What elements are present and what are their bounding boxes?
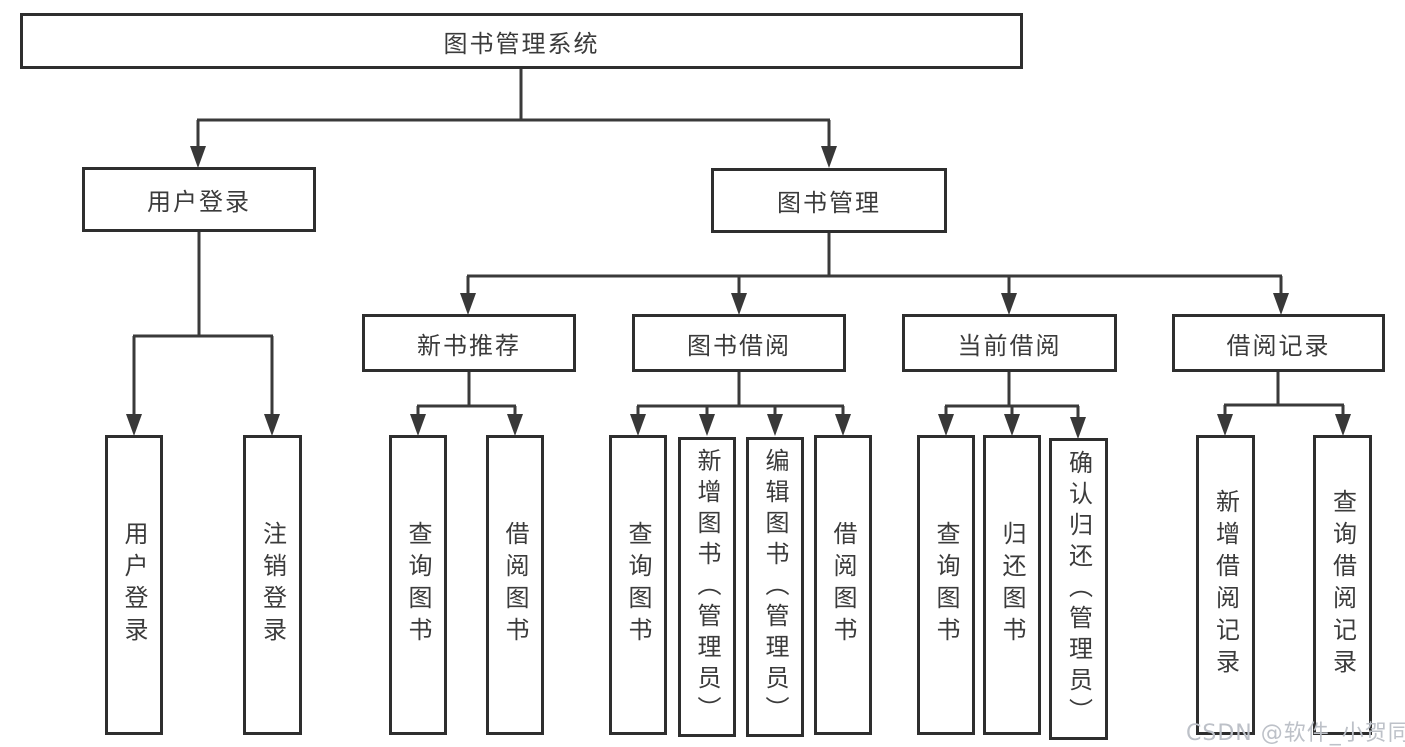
leaf-newbook-borrow-label: 借阅图书 [501,521,529,649]
leaf-borrow-book: 借阅图书 [814,435,872,735]
node-user-login-label: 用户登录 [147,188,251,216]
leaf-current-confirm-admin: 确认归还（管理员） [1049,438,1108,740]
watermark: CSDN @软件_小贺同学 [1186,721,1405,746]
leaf-user-login: 用户登录 [105,435,163,735]
node-book-borrow: 图书借阅 [632,314,846,372]
leaf-record-add-label: 新增借阅记录 [1211,489,1240,681]
node-borrow-records: 借阅记录 [1172,314,1385,372]
leaf-logout: 注销登录 [243,435,302,735]
leaf-current-return: 归还图书 [983,435,1041,735]
node-book-borrow-label: 图书借阅 [687,331,791,360]
node-current-borrow-label: 当前借阅 [957,331,1062,360]
node-user-login: 用户登录 [82,167,316,232]
node-new-book-recommend: 新书推荐 [362,314,576,372]
node-new-book-recommend-label: 新书推荐 [417,331,521,360]
node-root: 图书管理系统 [20,13,1023,69]
node-borrow-records-label: 借阅记录 [1226,331,1331,360]
leaf-borrow-add-admin-label: 新增图书（管理员） [693,447,721,727]
leaf-current-return-label: 归还图书 [998,521,1026,649]
node-current-borrow: 当前借阅 [902,314,1117,372]
leaf-current-query-label: 查询图书 [932,521,960,649]
leaf-newbook-query: 查询图书 [389,435,447,735]
leaf-record-query: 查询借阅记录 [1313,435,1372,735]
node-book-management-label: 图书管理 [777,189,881,217]
leaf-record-add: 新增借阅记录 [1196,435,1255,735]
leaf-newbook-borrow: 借阅图书 [486,435,544,735]
leaf-borrow-edit-admin: 编辑图书（管理员） [746,437,804,737]
leaf-current-query: 查询图书 [917,435,975,735]
leaf-user-login-label: 用户登录 [120,521,148,649]
leaf-borrow-query-label: 查询图书 [624,521,652,649]
node-root-label: 图书管理系统 [443,29,600,58]
leaf-borrow-edit-admin-label: 编辑图书（管理员） [761,447,789,727]
leaf-newbook-query-label: 查询图书 [404,521,432,649]
leaf-borrow-query: 查询图书 [609,435,667,735]
connector-lines-path [132,68,1345,420]
leaf-current-confirm-admin-label: 确认归还（管理员） [1064,449,1093,729]
node-book-management: 图书管理 [711,168,947,233]
leaf-borrow-add-admin: 新增图书（管理员） [678,437,736,737]
leaf-borrow-book-label: 借阅图书 [829,521,857,649]
leaf-record-query-label: 查询借阅记录 [1328,489,1357,681]
leaf-logout-label: 注销登录 [258,521,287,649]
